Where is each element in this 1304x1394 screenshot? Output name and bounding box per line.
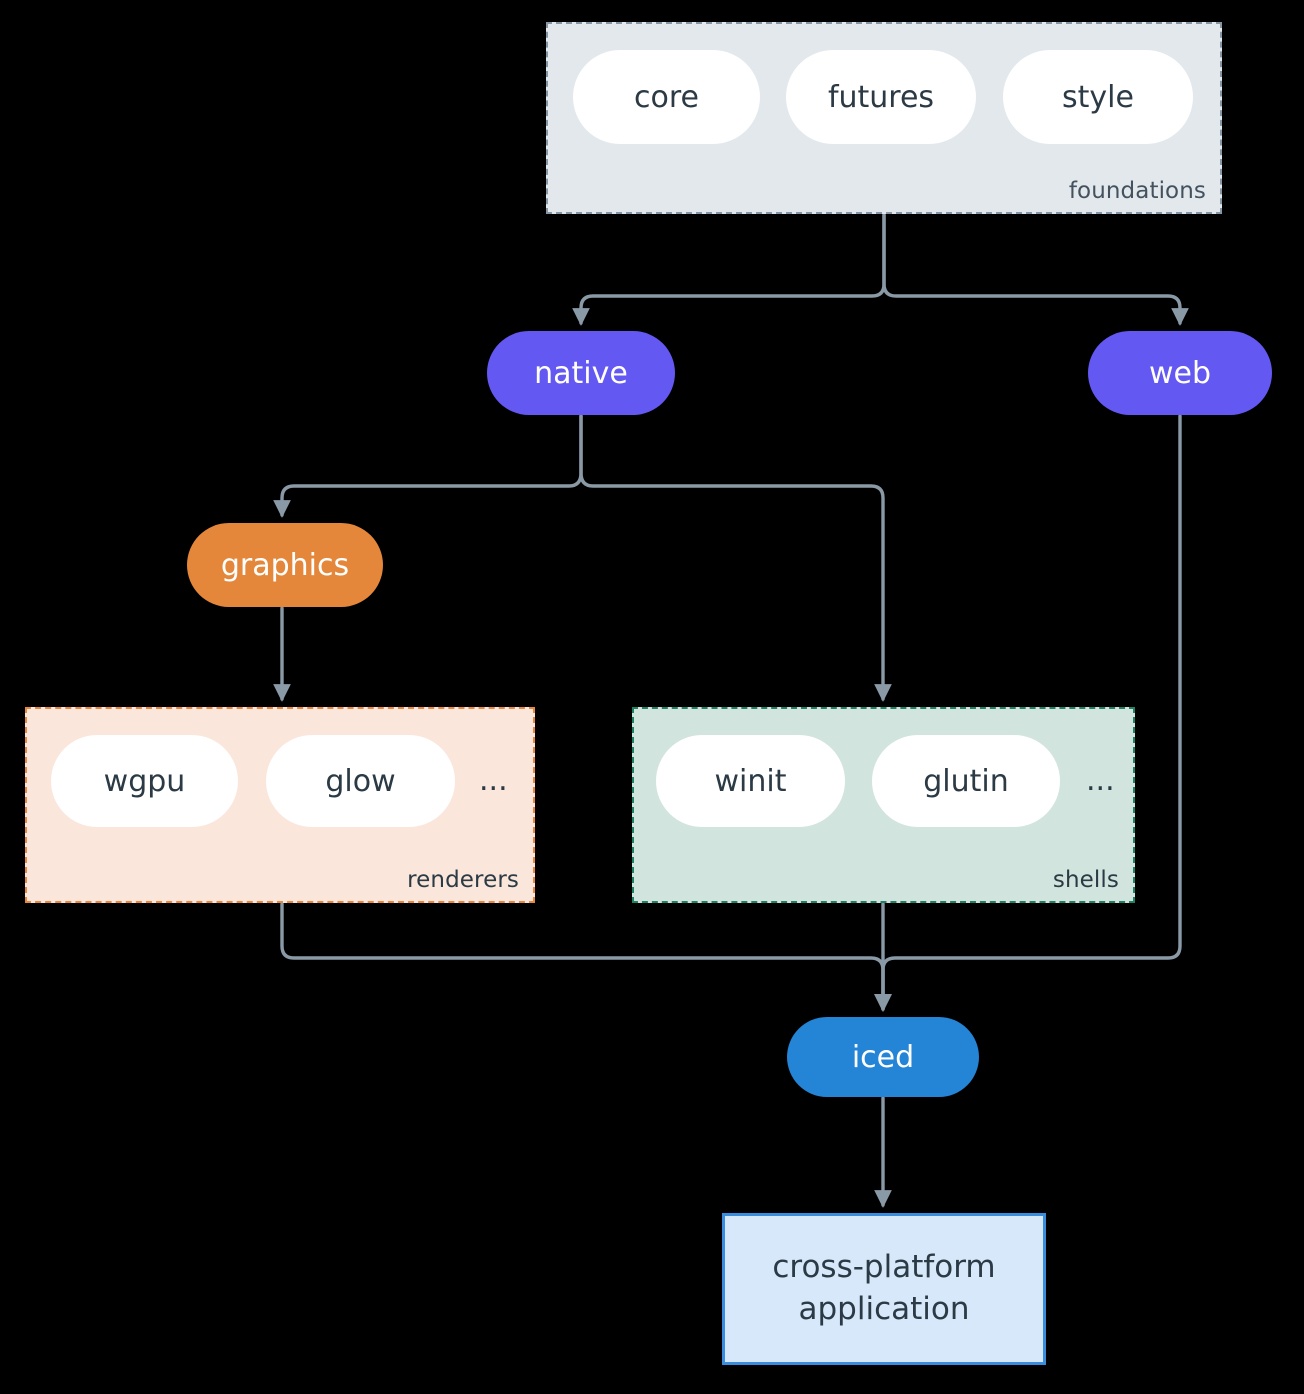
node-futures[interactable]: futures: [786, 50, 976, 144]
node-glow[interactable]: glow: [266, 735, 455, 827]
node-glutin[interactable]: glutin: [872, 735, 1060, 827]
application-label-line2: application: [798, 1291, 970, 1327]
node-cross-platform-application[interactable]: cross-platform application: [722, 1213, 1046, 1365]
edge-foundations-to-native: [572, 213, 886, 326]
node-wgpu[interactable]: wgpu: [51, 735, 238, 827]
node-web[interactable]: web: [1088, 331, 1272, 415]
node-style[interactable]: style: [1003, 50, 1193, 144]
edge-native-to-graphics: [273, 414, 583, 518]
edge-native-to-shells: [579, 414, 892, 702]
application-label-line1: cross-platform: [772, 1249, 996, 1286]
node-winit[interactable]: winit: [656, 735, 845, 827]
edge-renderers-to-iced: [280, 902, 892, 1012]
shells-overflow-ellipsis: ...: [1086, 763, 1115, 798]
node-core[interactable]: core: [573, 50, 760, 144]
node-native[interactable]: native: [487, 331, 675, 415]
node-graphics[interactable]: graphics: [187, 523, 383, 607]
group-foundations-label: foundations: [1068, 178, 1206, 204]
group-shells-label: shells: [1052, 867, 1119, 893]
node-iced[interactable]: iced: [787, 1017, 979, 1097]
group-renderers-label: renderers: [407, 867, 519, 893]
renderers-overflow-ellipsis: ...: [479, 763, 508, 798]
edge-foundations-to-web: [882, 213, 1189, 326]
